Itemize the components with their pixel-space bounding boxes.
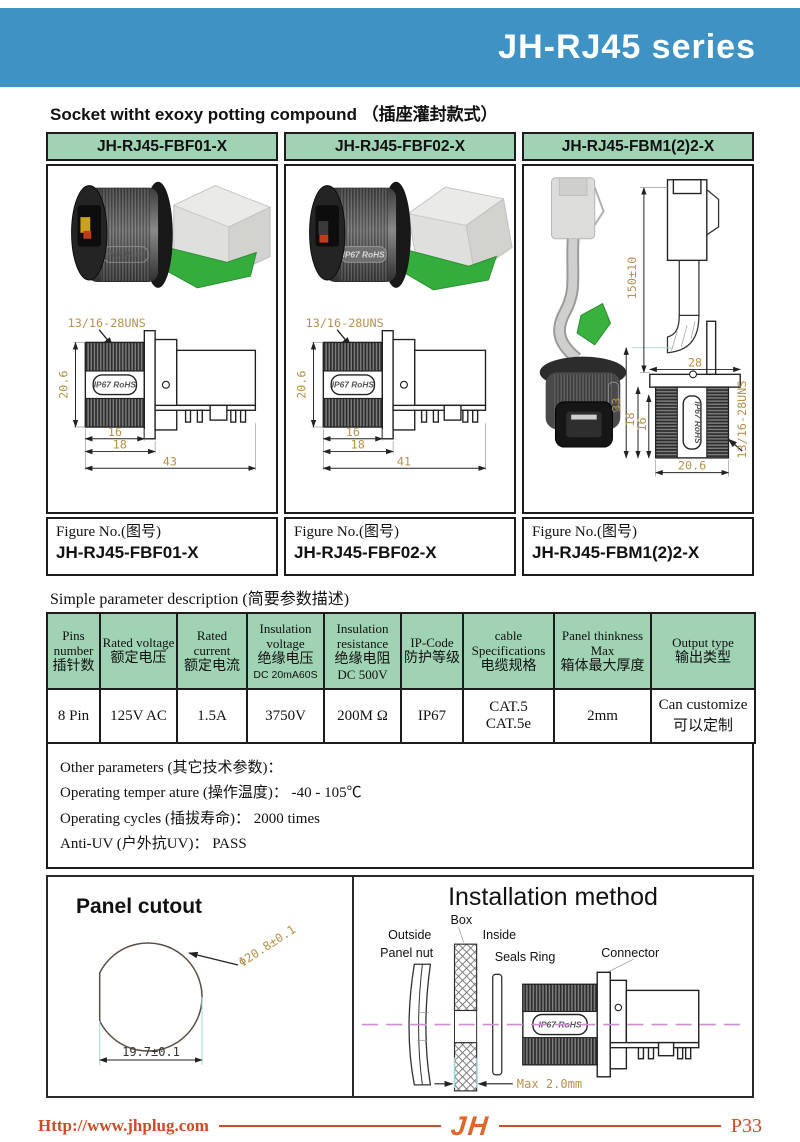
- dimension-label: 16: [635, 417, 649, 431]
- footer-divider-left: [218, 1125, 441, 1127]
- product-card-fbf02: JH-RJ45-FBF02-X IP67 RoHS: [284, 132, 516, 576]
- connector-label: Connector: [601, 946, 659, 960]
- product-model-header: JH-RJ45-FBM1(2)2-X: [522, 132, 754, 161]
- product-marking: IP67 RoHS: [343, 249, 386, 259]
- cell-rated-current: 1.5A: [176, 688, 248, 744]
- installation-title: Installation method: [448, 882, 658, 911]
- dimension-label: 18: [623, 412, 637, 426]
- figure-box: Figure No.(图号) JH-RJ45-FBM1(2)2-X: [522, 517, 754, 576]
- figure-label: Figure No.(图号): [56, 524, 161, 540]
- technical-drawing: 13/16-28UNS IP67 RoHS 20.6: [57, 316, 257, 472]
- panel-nut-label: Panel nut: [380, 946, 434, 960]
- drawing-marking: IP67 RoHS: [332, 380, 375, 390]
- outside-label: Outside: [388, 928, 431, 942]
- dimension-label: 150±10: [625, 257, 639, 300]
- table-row: 8 Pin 125V AC 1.5A 3750V 200M Ω IP67 CAT…: [46, 688, 756, 744]
- product-card-fbf01: JH-RJ45-FBF01-X IP67 RoHS: [46, 132, 278, 576]
- cell-pins: 8 Pin: [46, 688, 101, 744]
- header-banner: JH-RJ45 series: [0, 8, 800, 87]
- cell-panel-thickness: 2mm: [553, 688, 652, 744]
- dimension-label: 43: [163, 455, 177, 469]
- technical-drawing: 13/16-28UNS IP67 RoHS 20.6: [295, 316, 487, 472]
- footer-divider-right: [499, 1125, 721, 1127]
- panel-cutout-drawing: 19.7±0.1 Φ20.8±0.1: [98, 922, 298, 1065]
- dimension-label: 18: [113, 438, 127, 452]
- installation-drawing: Box Outside Inside Panel nut Seals Ring …: [362, 913, 744, 1091]
- dimension-label: 20.6: [678, 459, 706, 473]
- page-number: P33: [730, 1114, 763, 1137]
- dimension-label: 33: [609, 398, 623, 412]
- product-box: IP67 RoHS 13/16-28UNS IP67 RoHS: [284, 164, 516, 514]
- product-box: 28 IP67 RoHS 150±10 33 18 16 20.6: [522, 164, 754, 514]
- dimension-label: 20.6: [295, 371, 309, 399]
- dimension-label: 13/16-28UNS: [306, 316, 384, 330]
- website-link[interactable]: Http://www.jhplug.com: [38, 1116, 209, 1135]
- cell-output-type: Can customize 可以定制: [650, 688, 756, 744]
- product-box: IP67 RoHS 13/16-28UNS IP67 RoHS: [46, 164, 278, 514]
- product-photo: IP67 RoHS: [309, 181, 513, 291]
- cell-insulation-voltage: 3750V: [246, 688, 325, 744]
- dimension-label: 41: [397, 455, 411, 469]
- other-parameter-line: Operating cycles (插拔寿命)： 2000 times: [60, 810, 320, 827]
- cell-cable-spec: CAT.5 CAT.5e: [462, 688, 555, 744]
- bottom-panels: Panel cutout 19.7±0.1 Φ20.8±0.1 Installa…: [46, 874, 754, 1098]
- figure-box: Figure No.(图号) JH-RJ45-FBF02-X: [284, 517, 516, 576]
- drawing-marking: IP67 RoHS: [693, 401, 703, 444]
- dimension-label: Max 2.0mm: [517, 1076, 582, 1090]
- other-parameters-title: Other parameters (其它技术参数)：: [60, 759, 283, 776]
- figure-number: JH-RJ45-FBF01-X: [56, 543, 199, 562]
- datasheet-page: { "colors":{"banner_blue":"#3e93c4","hea…: [0, 8, 800, 1141]
- dimension-label: 18: [351, 438, 365, 452]
- parameter-section-title: Simple parameter description (简要参数描述): [50, 591, 350, 608]
- other-parameter-line: Operating temper ature (操作温度)： -40 - 105…: [60, 785, 362, 801]
- installation-panel: Installation method Box Outside Inside P…: [354, 874, 754, 1098]
- product-model-header: JH-RJ45-FBF01-X: [46, 132, 278, 161]
- dimension-label: 20.6: [57, 371, 71, 399]
- dimension-label: 19.7±0.1: [122, 1045, 180, 1059]
- section-title: Socket witht exoxy potting compound （插座灌…: [50, 105, 498, 124]
- box-label: Box: [450, 913, 472, 927]
- product-model-header: JH-RJ45-FBF02-X: [284, 132, 516, 161]
- page-title: JH-RJ45 series: [498, 28, 756, 66]
- product-card-fbm122: JH-RJ45-FBM1(2)2-X: [522, 132, 754, 576]
- panel-cutout-panel: Panel cutout 19.7±0.1 Φ20.8±0.1: [46, 874, 354, 1098]
- figure-box: Figure No.(图号) JH-RJ45-FBF01-X: [46, 517, 278, 576]
- other-parameter-line: Anti-UV (户外抗UV)： PASS: [60, 836, 247, 852]
- product-columns: JH-RJ45-FBF01-X IP67 RoHS: [46, 132, 754, 576]
- dimension-label: Φ20.8±0.1: [236, 922, 298, 969]
- dimension-label: 16: [108, 425, 122, 439]
- seals-ring-label: Seals Ring: [495, 950, 556, 964]
- product-marking: IP67 RoHS: [105, 249, 148, 259]
- cell-insulation-resistance: 200M Ω: [323, 688, 402, 744]
- drawing-marking: IP67 RoHS: [94, 380, 137, 390]
- panel-cutout-title: Panel cutout: [76, 894, 203, 918]
- product-photo: IP67 RoHS: [71, 181, 272, 289]
- jh-logo: JH: [449, 1110, 491, 1141]
- figure-number: JH-RJ45-FBM1(2)2-X: [532, 543, 700, 562]
- inside-label: Inside: [483, 928, 517, 942]
- figure-label: Figure No.(图号): [532, 524, 637, 540]
- dimension-label: 13/16-28UNS: [735, 381, 749, 459]
- other-parameters-box: Other parameters (其它技术参数)： Operating tem…: [46, 744, 754, 869]
- cell-rated-voltage: 125V AC: [99, 688, 178, 744]
- cell-ip-code: IP67: [400, 688, 464, 744]
- page-footer: Http://www.jhplug.com JH P33: [38, 1111, 762, 1142]
- figure-number: JH-RJ45-FBF02-X: [294, 543, 437, 562]
- dimension-label: 28: [688, 355, 702, 369]
- product-photo-and-drawing: 28 IP67 RoHS 150±10 33 18 16 20.6: [539, 177, 749, 477]
- dimension-label: 16: [346, 425, 360, 439]
- dimension-label: 13/16-28UNS: [68, 316, 146, 330]
- figure-label: Figure No.(图号): [294, 524, 399, 540]
